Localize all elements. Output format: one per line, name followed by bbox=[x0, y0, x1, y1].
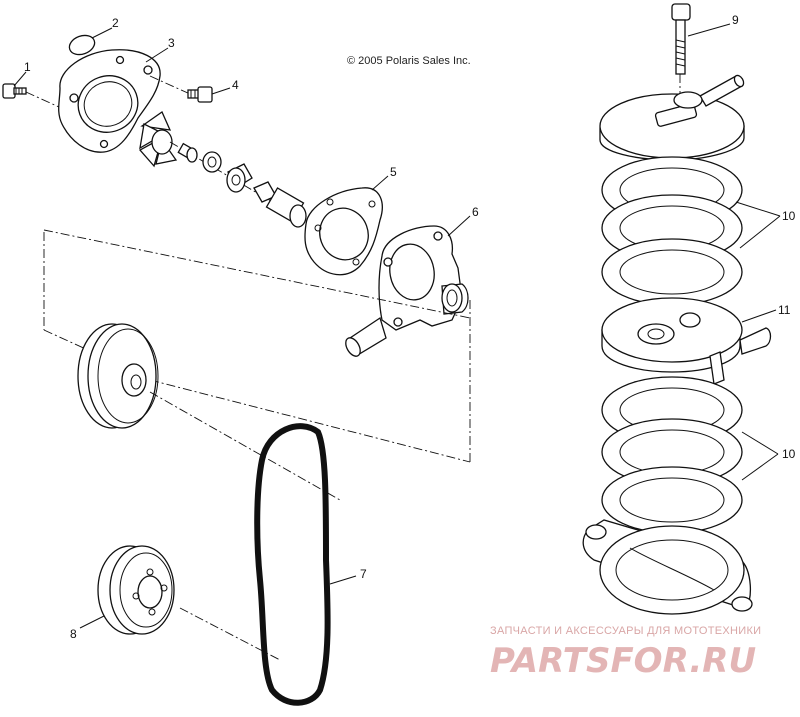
callout-3: 3 bbox=[168, 36, 175, 50]
callout-7: 7 bbox=[360, 567, 367, 581]
o-ring-part-2 bbox=[68, 34, 96, 56]
callout-8: 8 bbox=[70, 627, 77, 641]
lower-pulley-part-8 bbox=[97, 545, 175, 635]
bolt-part-1 bbox=[2, 83, 27, 99]
copyright-text: © 2005 Polaris Sales Inc. bbox=[347, 55, 471, 67]
gasket-stack-lower bbox=[601, 376, 743, 534]
upper-pulley bbox=[77, 323, 159, 429]
impeller bbox=[138, 111, 178, 168]
callout-10-upper: 10 bbox=[782, 209, 796, 223]
watermark: ЗАПЧАСТИ И АКСЕССУАРЫ ДЛЯ МОТОТЕХНИКИ PA… bbox=[490, 625, 761, 681]
watermark-tagline: ЗАПЧАСТИ И АКСЕССУАРЫ ДЛЯ МОТОТЕХНИКИ bbox=[490, 625, 761, 637]
long-bolt-part-9 bbox=[671, 3, 691, 100]
callout-2: 2 bbox=[112, 16, 119, 30]
pump-cover-part-3 bbox=[58, 49, 161, 153]
bolt-part-4 bbox=[149, 75, 213, 103]
callout-6: 6 bbox=[472, 205, 479, 219]
callout-5: 5 bbox=[390, 165, 397, 179]
gasket-stack-upper bbox=[601, 156, 743, 306]
pump-shaft-assembly bbox=[169, 141, 307, 228]
pump-housing-part-6 bbox=[345, 225, 469, 357]
watermark-brand: PARTSFOR.RU bbox=[490, 641, 756, 681]
base-plate bbox=[582, 519, 753, 615]
callout-10-lower: 10 bbox=[782, 447, 796, 461]
callout-numbers: 1 2 3 4 5 6 7 8 9 10 11 10 bbox=[24, 13, 796, 641]
callout-9: 9 bbox=[732, 13, 739, 27]
callout-4: 4 bbox=[232, 78, 239, 92]
gasket-part-5 bbox=[304, 187, 383, 276]
callout-1: 1 bbox=[24, 60, 31, 74]
callout-11: 11 bbox=[778, 303, 791, 317]
top-cover-plate bbox=[599, 74, 745, 161]
pump-body-part-11 bbox=[601, 297, 772, 385]
drive-belt-part-7 bbox=[254, 423, 331, 706]
callout-leaders bbox=[13, 23, 781, 629]
